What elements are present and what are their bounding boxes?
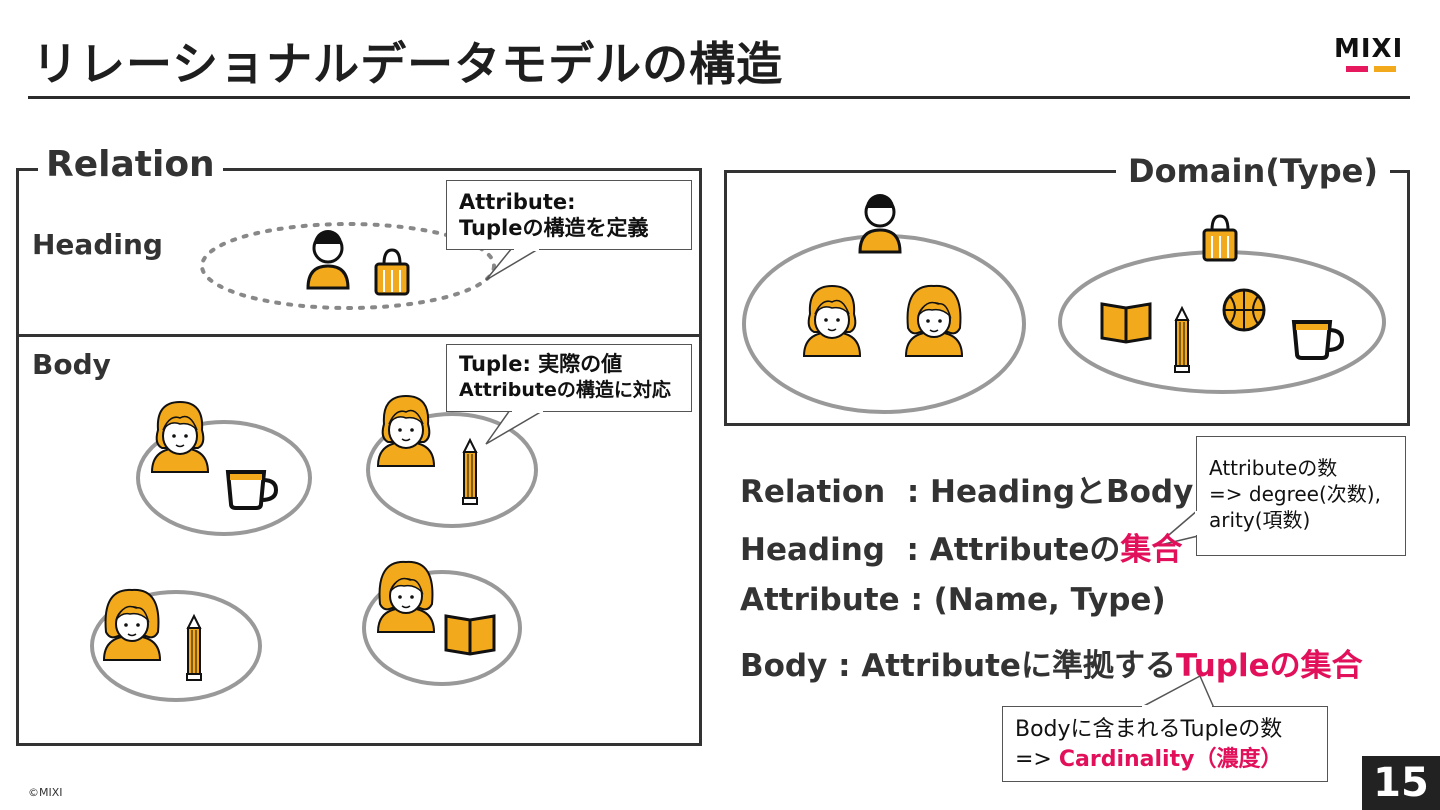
relation-label: Relation <box>38 144 223 185</box>
definition-separator: : <box>885 474 931 510</box>
page-title: リレーショナルデータモデルの構造 <box>32 37 784 91</box>
callout-tail-tuple <box>485 409 545 445</box>
logo-text: MIXI <box>1334 34 1404 64</box>
definition-relation: Relation : HeadingとBody <box>740 466 1193 511</box>
person-domain-ellipse <box>742 234 1026 414</box>
definition-body: Body : Attributeに準拠するTupleの集合 <box>740 640 1363 685</box>
callout-tuple-title: Tuple: <box>459 352 531 376</box>
callout-degree-tail-mask <box>1195 511 1199 535</box>
definition-description: (Name, Type) <box>933 582 1166 618</box>
pencil-icon <box>186 615 202 681</box>
definition-separator: : <box>884 532 930 568</box>
title-divider <box>28 96 1410 99</box>
callout-tuple-text: Attributeの構造に対応 <box>459 379 671 401</box>
callout-tail-attribute <box>485 247 541 281</box>
basketball-icon <box>1222 288 1266 332</box>
heading-body-divider <box>16 334 702 337</box>
callout-tail-degree <box>1155 509 1199 547</box>
callout-cardinality-prefix: => <box>1015 747 1059 772</box>
callout-attribute: Attribute: Tupleの構造を定義 <box>446 180 692 250</box>
callout-cardinality-highlight: Cardinality（濃度） <box>1058 747 1283 772</box>
child-icon <box>151 401 209 473</box>
relation-frame <box>16 168 702 746</box>
callout-attribute-text: Tupleの構造を定義 <box>459 216 649 240</box>
book-icon <box>1100 302 1152 344</box>
body-label: Body <box>32 348 111 381</box>
domain-frame <box>724 170 1410 426</box>
girl-icon <box>905 284 963 357</box>
heading-label: Heading <box>32 228 163 261</box>
callout-tuple-tail-mask <box>512 409 543 413</box>
callout-degree-line1: Attributeの数 <box>1209 456 1338 480</box>
callout-cardinality: Bodyに含まれるTupleの数 => Cardinality（濃度） <box>1002 706 1328 782</box>
callout-degree: Attributeの数 => degree(次数), arity(項数) <box>1196 436 1406 556</box>
definition-term: Body <box>740 648 828 684</box>
definition-term: Relation <box>740 474 886 510</box>
person-icon <box>858 192 902 254</box>
callout-tuple: Tuple: 実際の値 Attributeの構造に対応 <box>446 344 692 412</box>
bag-icon <box>1202 214 1238 262</box>
definition-highlight: Tupleの集合 <box>1175 648 1363 684</box>
definition-separator: : <box>899 582 934 618</box>
definition-attribute: Attribute : (Name, Type) <box>740 582 1166 618</box>
definition-term: Heading <box>740 532 885 568</box>
child-icon <box>377 395 435 467</box>
callout-tuple-title-rest: 実際の値 <box>530 352 623 376</box>
definition-heading: Heading : Attributeの集合 <box>740 524 1182 569</box>
definition-separator: : <box>827 648 862 684</box>
callout-degree-line2: => degree(次数), <box>1209 482 1381 506</box>
person-icon <box>306 228 350 290</box>
mixi-logo: MIXI <box>1334 34 1404 72</box>
definition-highlight: 集合 <box>1120 532 1183 568</box>
domain-label: Domain(Type) <box>1116 152 1390 190</box>
pencil-icon <box>462 439 478 505</box>
logo-bar-orange <box>1374 66 1396 72</box>
pencil-icon <box>1174 307 1190 373</box>
definition-description: Attributeの <box>929 532 1121 568</box>
bag-icon <box>374 248 410 296</box>
definition-description: Attributeに準拠する <box>861 648 1176 684</box>
callout-tail-cardinality <box>1139 674 1215 709</box>
heading-attribute-set <box>200 222 496 310</box>
callout-cardinality-tail-mask <box>1142 705 1212 709</box>
callout-attribute-title: Attribute: <box>459 190 576 214</box>
copyright: ©MIXI <box>28 786 63 799</box>
callout-cardinality-line1: Bodyに含まれるTupleの数 <box>1015 717 1283 742</box>
page-number: 15 <box>1362 756 1440 810</box>
girl-icon <box>377 560 435 633</box>
callout-attribute-tail-mask <box>514 247 539 251</box>
child-icon <box>803 285 861 357</box>
definition-term: Attribute <box>740 582 900 618</box>
girl-icon <box>103 588 161 661</box>
book-icon <box>444 614 496 656</box>
logo-bar-pink <box>1346 66 1368 72</box>
callout-degree-line3: arity(項数) <box>1209 508 1311 532</box>
definition-description: HeadingとBody <box>930 474 1194 510</box>
